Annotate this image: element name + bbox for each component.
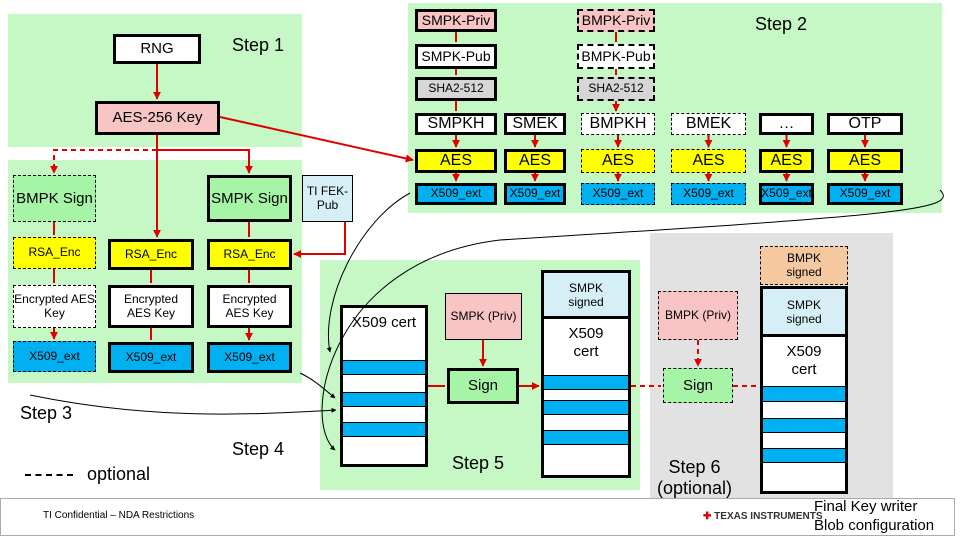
step3-label: Step 3 [20,403,73,423]
bmpk-priv-key-box: BMPK (Priv) [658,291,738,340]
ti-logo: ✚ TEXAS INSTRUMENTS [703,511,823,522]
ti-logo-text: TEXAS INSTRUMENTS [714,511,823,522]
arrow [150,222,249,340]
smpk-priv-box: SMPK-Priv [415,9,497,32]
arrow [293,222,346,258]
x509-cert-label: X509 cert [568,325,604,360]
confidential-text: TI Confidential – NDA Restrictions [43,510,195,521]
smpk-signed-header: SMPK signed [763,289,845,337]
smpk-signed-header: SMPK signed [544,273,628,319]
aes-box-4: AES [759,149,814,173]
cert-stripe [763,418,845,433]
bmpk-priv-box: BMPK-Priv [577,9,655,32]
arrow [455,32,616,111]
arrow [219,116,414,163]
key-box-3: BMEK [671,113,746,135]
step1-label: Step 1 [232,35,285,55]
rng-box: RNG [113,34,201,64]
encrypted-aes-key-box-3: Encrypted AES Key [207,285,292,328]
arrow [631,340,758,387]
legend-optional: optional [25,464,150,485]
bmpk-pub-box: BMPK-Pub [577,44,655,69]
cert-stripe [544,375,628,390]
key-box-0: SMPKH [415,113,497,135]
step5-label: Step 5 [452,453,505,473]
caption-line1: Final Key writer [814,498,918,515]
encrypted-aes-key-box-2: Encrypted AES Key [108,285,194,328]
cert-stripe [343,360,425,375]
final-stack: SMPK signed X509 cert [760,286,848,494]
smpk-sign-box: SMPK Sign [207,175,292,222]
x509-ext-box-5: X509_ext [827,183,903,205]
step2-label: Step 2 [755,14,808,34]
connector [29,394,337,415]
x509-cert-label: X509 cert [351,314,417,331]
aes-box-1: AES [504,149,566,173]
bmpk-sign-box: BMPK Sign [13,175,96,222]
x509-ext-box-2: X509_ext [581,183,655,205]
sha-smpk-box: SHA2-512 [415,77,497,101]
step6-label: Step 6(optional) [657,457,732,499]
rsa-enc-box-1: RSA_Enc [13,237,96,269]
aes-box-3: AES [671,149,746,173]
key-box-4: … [759,113,814,135]
step6-optional: (optional) [657,478,733,498]
cert-stripe [763,448,845,463]
step6-title: Step 6 [668,457,721,477]
rsa-enc-box-2: RSA_Enc [108,239,194,270]
x509-ext-box-1: X509_ext [504,183,566,205]
x509-ext-box-3: X509_ext [671,183,746,205]
aes-256-key-box: AES-256 Key [95,101,220,135]
caption-line2: Blob configuration [814,517,935,534]
bmpk-signed-box: BMPK signed [760,246,848,285]
x509-ext-box-s3-2: X509_ext [108,342,194,373]
arrow [50,149,157,174]
aes-box-5: AES [827,149,903,173]
aes-box-0: AES [415,149,497,173]
step2-panel [408,3,942,213]
step4-label: Step 4 [232,439,285,459]
dashed-line-sample [25,473,73,476]
key-box-5: OTP [827,113,903,135]
ti-fek-pub-box: TI FEK- Pub [302,175,353,222]
legend-label: optional [87,464,151,484]
key-box-2: BMPKH [581,113,655,135]
cert-stripe [544,400,628,415]
x509-cert-label: X509 cert [786,343,822,378]
aes-box-2: AES [581,149,655,173]
sha-bmpk-box: SHA2-512 [577,77,655,101]
cert-stripe [343,422,425,437]
x509-cert-stack: X509 cert [340,305,428,467]
arrow [157,149,253,174]
cert-stripe [343,392,425,407]
connector [326,192,411,353]
footer-bar [0,498,955,536]
key-box-1: SMEK [504,113,566,135]
caption: Final Key writer Blob configuration [814,497,934,535]
smpk-signed-stack: SMPK signed X509 cert [541,270,631,478]
cert-stripe [763,386,845,402]
sign-box-step5: Sign [447,368,519,404]
smpk-pub-box: SMPK-Pub [415,44,497,69]
cert-stripe [544,430,628,445]
encrypted-aes-key-box-1: Encrypted AES Key [13,285,96,328]
smpk-priv-key-box: SMPK (Priv) [445,293,522,340]
x509-ext-box-0: X509_ext [415,183,497,205]
x509-ext-box-4: X509_ext [759,183,814,205]
rsa-enc-box-3: RSA_Enc [207,239,292,270]
connector [299,372,336,399]
connector [321,189,944,451]
